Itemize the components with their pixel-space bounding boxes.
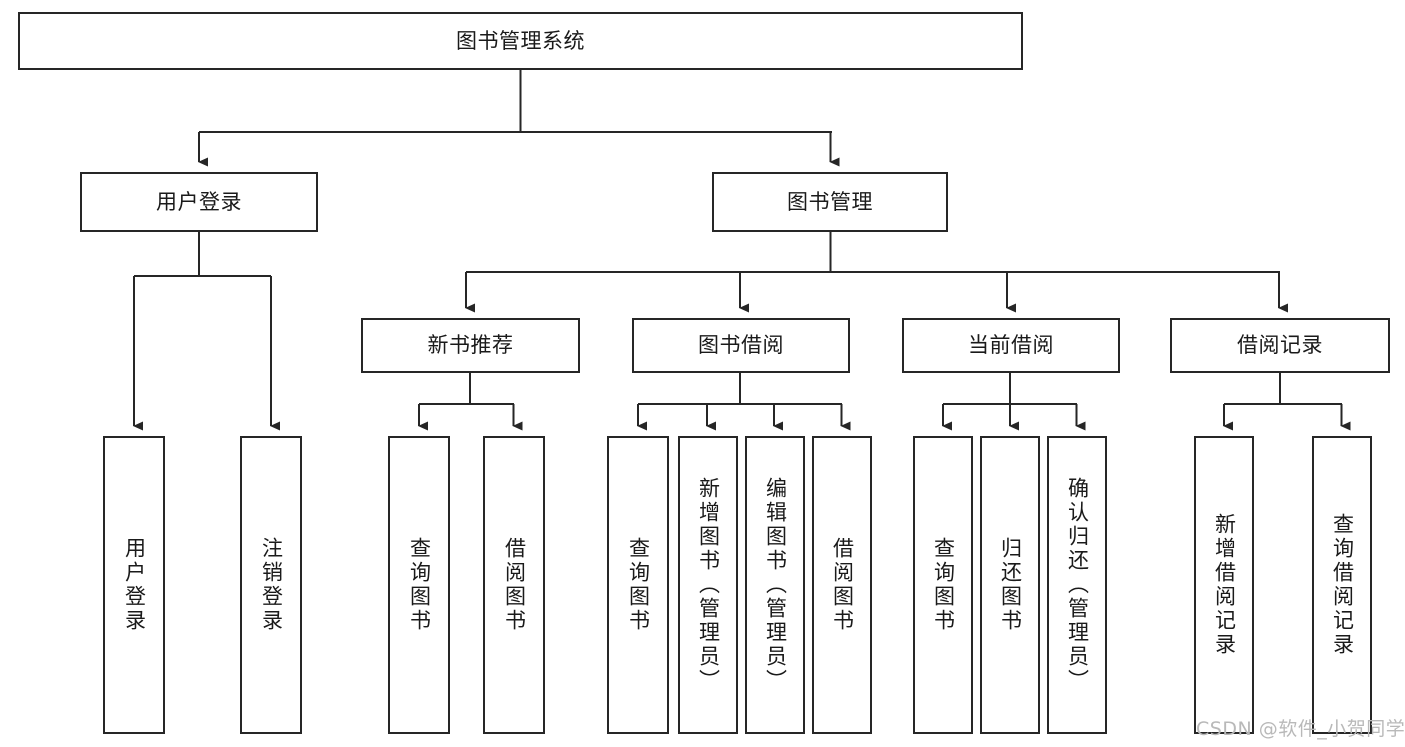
leaf-add-borrow-record[interactable]: 新增借阅记录 xyxy=(1194,436,1254,734)
node-new-book-recommend[interactable]: 新书推荐 xyxy=(361,318,580,373)
leaf-query-book-current-label: 查询图书 xyxy=(931,537,956,633)
node-book-management[interactable]: 图书管理 xyxy=(712,172,948,232)
node-book-borrow[interactable]: 图书借阅 xyxy=(632,318,850,373)
leaf-lend-book[interactable]: 借阅图书 xyxy=(812,436,872,734)
leaf-edit-book-admin-label: 编辑图书（管理员） xyxy=(763,477,788,693)
node-new-book-recommend-label: 新书推荐 xyxy=(427,333,514,358)
leaf-query-book-borrow-label: 查询图书 xyxy=(626,537,651,633)
leaf-add-book-admin-label: 新增图书（管理员） xyxy=(696,477,721,693)
leaf-user-login-label: 用户登录 xyxy=(122,537,147,633)
leaf-return-book-label: 归还图书 xyxy=(998,537,1023,633)
leaf-query-book-current[interactable]: 查询图书 xyxy=(913,436,973,734)
node-user-login[interactable]: 用户登录 xyxy=(80,172,318,232)
leaf-query-book-newrec-label: 查询图书 xyxy=(407,537,432,633)
node-current-borrow-label: 当前借阅 xyxy=(968,333,1054,358)
leaf-edit-book-admin[interactable]: 编辑图书（管理员） xyxy=(745,436,805,734)
leaf-user-login[interactable]: 用户登录 xyxy=(103,436,165,734)
node-book-borrow-label: 图书借阅 xyxy=(698,333,784,358)
node-root-label: 图书管理系统 xyxy=(456,28,585,53)
leaf-logout-label: 注销登录 xyxy=(259,537,284,633)
leaf-borrow-book-newrec[interactable]: 借阅图书 xyxy=(483,436,545,734)
leaf-lend-book-label: 借阅图书 xyxy=(830,537,855,633)
leaf-add-book-admin[interactable]: 新增图书（管理员） xyxy=(678,436,738,734)
leaf-query-borrow-record-label: 查询借阅记录 xyxy=(1330,513,1355,657)
node-user-login-label: 用户登录 xyxy=(156,189,242,214)
leaf-confirm-return-admin-label: 确认归还（管理员） xyxy=(1065,477,1090,693)
leaf-query-book-borrow[interactable]: 查询图书 xyxy=(607,436,669,734)
leaf-add-borrow-record-label: 新增借阅记录 xyxy=(1212,513,1237,657)
node-current-borrow[interactable]: 当前借阅 xyxy=(902,318,1120,373)
leaf-logout[interactable]: 注销登录 xyxy=(240,436,302,734)
node-borrow-records-label: 借阅记录 xyxy=(1237,333,1323,358)
leaf-confirm-return-admin[interactable]: 确认归还（管理员） xyxy=(1047,436,1107,734)
leaf-borrow-book-newrec-label: 借阅图书 xyxy=(502,537,527,633)
node-book-management-label: 图书管理 xyxy=(787,189,873,214)
leaf-query-book-newrec[interactable]: 查询图书 xyxy=(388,436,450,734)
leaf-return-book[interactable]: 归还图书 xyxy=(980,436,1040,734)
leaf-query-borrow-record[interactable]: 查询借阅记录 xyxy=(1312,436,1372,734)
node-root[interactable]: 图书管理系统 xyxy=(18,12,1023,70)
node-borrow-records[interactable]: 借阅记录 xyxy=(1170,318,1390,373)
